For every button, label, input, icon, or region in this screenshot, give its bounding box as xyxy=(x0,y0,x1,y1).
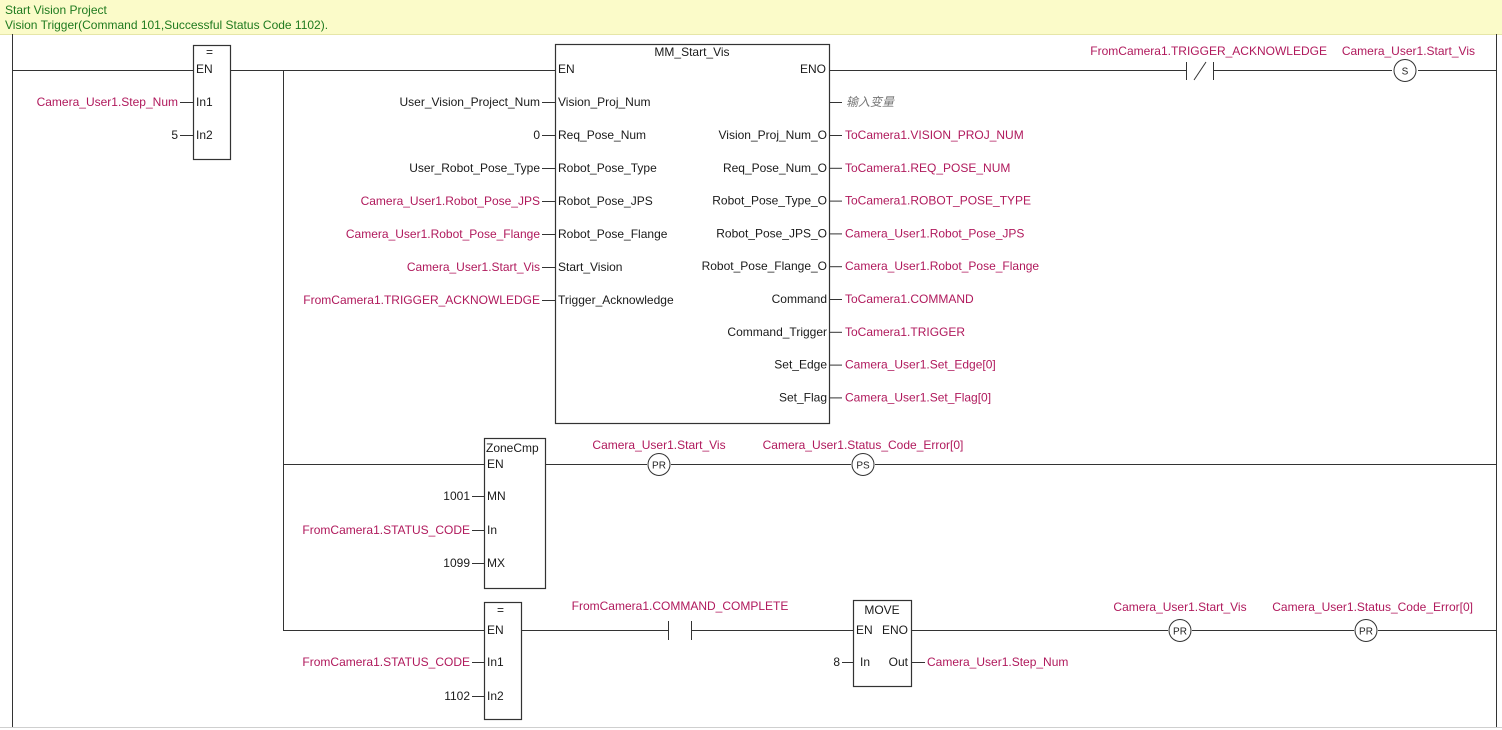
in2-pin: In2 xyxy=(196,128,213,142)
in-variable[interactable]: FromCamera1.STATUS_CODE xyxy=(302,523,470,537)
in-constant[interactable]: 8 xyxy=(833,655,840,669)
input-variable[interactable]: User_Vision_Project_Num xyxy=(399,95,540,109)
reset-coil[interactable]: PR xyxy=(647,453,671,476)
output-variable[interactable]: ToCamera1.TRIGGER xyxy=(845,325,965,339)
output-pin: Set_Flag xyxy=(779,390,827,404)
input-variable[interactable]: Camera_User1.Robot_Pose_JPS xyxy=(361,194,540,208)
normally-open-contact[interactable] xyxy=(668,621,692,640)
compare-op: = xyxy=(206,45,213,59)
block-title: ZoneCmp xyxy=(486,441,539,455)
compare-eq-block-1[interactable]: = EN In1 In2 xyxy=(192,44,232,161)
svg-text:PR: PR xyxy=(652,461,666,472)
input-pin: Trigger_Acknowledge xyxy=(558,293,674,307)
output-variable[interactable]: ToCamera1.ROBOT_POSE_TYPE xyxy=(845,194,1031,208)
in-pin: In xyxy=(487,523,497,537)
eno-pin: ENO xyxy=(882,623,908,637)
move-block[interactable]: MOVE EN ENO In Out xyxy=(852,599,913,688)
reset-coil[interactable]: PR xyxy=(1168,619,1192,642)
coil-variable[interactable]: Camera_User1.Start_Vis xyxy=(1113,600,1246,614)
en-pin: EN xyxy=(487,623,504,637)
rung-comment-title: Start Vision Project xyxy=(5,3,107,17)
in-pin: In xyxy=(860,655,870,669)
input-pin: Req_Pose_Num xyxy=(558,128,646,142)
output-variable[interactable]: ToCamera1.COMMAND xyxy=(845,292,974,306)
svg-text:PR: PR xyxy=(1359,627,1373,638)
output-variable[interactable]: Camera_User1.Set_Edge[0] xyxy=(845,358,996,372)
input-pin: Robot_Pose_JPS xyxy=(558,194,653,208)
rung-comment-description: Vision Trigger(Command 101,Successful St… xyxy=(5,18,329,32)
output-pin: Set_Edge xyxy=(774,358,827,372)
in1-variable[interactable]: FromCamera1.STATUS_CODE xyxy=(302,655,470,669)
block-title: MOVE xyxy=(864,603,899,617)
input-pin: Robot_Pose_Type xyxy=(558,161,657,175)
mx-constant[interactable]: 1099 xyxy=(443,556,470,570)
coil-variable[interactable]: Camera_User1.Status_Code_Error[0] xyxy=(763,438,964,452)
coil-variable[interactable]: Camera_User1.Start_Vis xyxy=(592,438,725,452)
output-variable[interactable]: ToCamera1.REQ_POSE_NUM xyxy=(845,161,1010,175)
normally-closed-contact[interactable] xyxy=(1186,61,1214,81)
input-variable[interactable]: Camera_User1.Start_Vis xyxy=(407,260,540,274)
svg-text:PR: PR xyxy=(1173,627,1187,638)
input-pin: Robot_Pose_Flange xyxy=(558,227,668,241)
compare-eq-block-2[interactable]: = EN In1 In2 xyxy=(483,601,523,721)
in1-variable[interactable]: Camera_User1.Step_Num xyxy=(37,95,178,109)
out-variable[interactable]: Camera_User1.Step_Num xyxy=(927,655,1068,669)
in2-constant[interactable]: 1102 xyxy=(444,689,470,703)
zonecmp-block[interactable]: ZoneCmp EN MN In MX xyxy=(483,437,547,590)
mn-pin: MN xyxy=(487,489,506,503)
mm-output-list: Vision_Proj_Num_O ToCamera1.VISION_PROJ_N… xyxy=(702,128,1040,404)
contact-variable[interactable]: FromCamera1.TRIGGER_ACKNOWLEDGE xyxy=(1090,44,1327,58)
output-pin: Robot_Pose_JPS_O xyxy=(716,226,827,240)
output-variable[interactable]: Camera_User1.Robot_Pose_JPS xyxy=(845,226,1024,240)
rung-comment[interactable]: Start Vision Project Vision Trigger(Comm… xyxy=(0,0,1502,35)
input-pin: Start_Vision xyxy=(558,260,622,274)
en-pin: EN xyxy=(487,457,504,471)
input-variable[interactable]: FromCamera1.TRIGGER_ACKNOWLEDGE xyxy=(303,293,540,307)
compare-op: = xyxy=(497,603,504,617)
out-pin: Out xyxy=(889,655,909,669)
set-coil[interactable]: S xyxy=(1393,59,1417,82)
output-variable[interactable]: Camera_User1.Set_Flag[0] xyxy=(845,390,991,404)
svg-text:PS: PS xyxy=(856,461,870,472)
svg-text:S: S xyxy=(1402,67,1409,78)
bottom-divider xyxy=(0,727,1502,728)
output-pin: Req_Pose_Num_O xyxy=(723,161,827,175)
contact-variable[interactable]: FromCamera1.COMMAND_COMPLETE xyxy=(572,599,789,613)
coil-variable[interactable]: Camera_User1.Status_Code_Error[0] xyxy=(1272,600,1473,614)
input-variable[interactable]: Camera_User1.Robot_Pose_Flange xyxy=(346,227,540,241)
output-pin: Robot_Pose_Type_O xyxy=(712,194,827,208)
mn-constant[interactable]: 1001 xyxy=(443,489,470,503)
en-pin: EN xyxy=(558,62,575,76)
eno-pin: ENO xyxy=(800,62,826,76)
set-coil[interactable]: PS xyxy=(851,453,875,476)
input-pin: Vision_Proj_Num xyxy=(558,95,651,109)
input-variable[interactable]: 0 xyxy=(533,128,540,142)
coil-variable[interactable]: Camera_User1.Start_Vis xyxy=(1342,44,1475,58)
in2-pin: In2 xyxy=(487,689,504,703)
output-pin: Robot_Pose_Flange_O xyxy=(702,259,827,273)
in1-pin: In1 xyxy=(196,95,213,109)
input-variable[interactable]: User_Robot_Pose_Type xyxy=(409,161,540,175)
output-pin: Command xyxy=(772,292,827,306)
mx-pin: MX xyxy=(487,556,505,570)
en-pin: EN xyxy=(856,623,873,637)
in1-pin: In1 xyxy=(487,655,504,669)
eno-hint: 输入变量 xyxy=(846,95,895,109)
reset-coil[interactable]: PR xyxy=(1354,619,1378,642)
en-pin: EN xyxy=(196,62,213,76)
in2-constant[interactable]: 5 xyxy=(171,128,178,142)
output-pin: Vision_Proj_Num_O xyxy=(719,128,828,142)
output-variable[interactable]: ToCamera1.VISION_PROJ_NUM xyxy=(845,128,1024,142)
block-title: MM_Start_Vis xyxy=(654,45,729,59)
output-variable[interactable]: Camera_User1.Robot_Pose_Flange xyxy=(845,259,1039,273)
mm-start-vis-block[interactable]: MM_Start_Vis EN ENO xyxy=(554,43,831,425)
output-pin: Command_Trigger xyxy=(727,325,827,339)
